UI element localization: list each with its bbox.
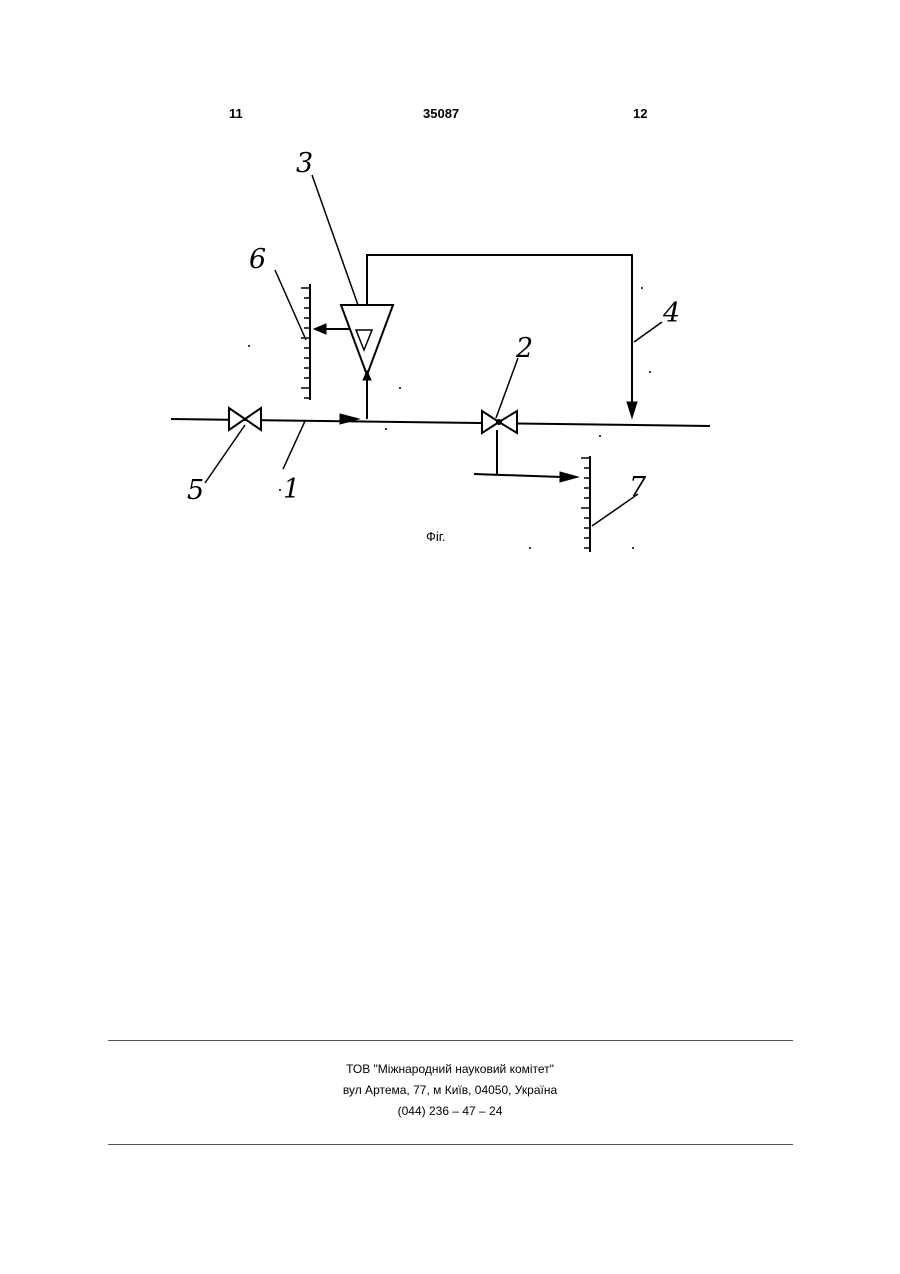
figure-caption: Фіг. (426, 529, 446, 544)
leader-line-1 (283, 421, 305, 469)
label-separator: 3 (296, 148, 313, 179)
label-bypass-line: 4 (662, 298, 680, 329)
label-gauge-lower: 7 (629, 472, 647, 503)
gauge-arrow-icon-upper (314, 324, 326, 334)
gauge-arrow-icon-lower (560, 472, 578, 482)
leader-line-2 (496, 358, 518, 418)
footer-rule-top (108, 1040, 793, 1041)
label-valve-outlet: 2 (515, 333, 533, 364)
separator-icon (341, 305, 393, 381)
label-pipeline: 1 (283, 474, 300, 505)
schematic-figure: 3 6 4 2 5 1 7 Фіг. (0, 0, 900, 600)
flow-arrow-icon (340, 414, 359, 424)
footer-company: ТОВ "Міжнародний науковий комітет" (0, 1062, 900, 1076)
leader-line-5 (205, 425, 245, 483)
leader-line-3 (312, 175, 358, 305)
leader-line-4 (634, 322, 662, 342)
bypass-line (367, 255, 632, 402)
leader-line-6 (275, 270, 306, 340)
footer-address: вул Артема, 77, м Київ, 04050, Україна (0, 1083, 900, 1097)
label-valve-inlet: 5 (187, 475, 204, 506)
footer-phone: (044) 236 – 47 – 24 (0, 1104, 900, 1118)
footer-rule-bottom (108, 1144, 793, 1145)
inlet-valve-icon (229, 408, 261, 430)
outlet-valve-icon (482, 411, 517, 433)
branch-line-horizontal (474, 474, 562, 477)
bypass-arrow-icon (627, 402, 637, 418)
label-gauge-upper: 6 (249, 244, 266, 275)
